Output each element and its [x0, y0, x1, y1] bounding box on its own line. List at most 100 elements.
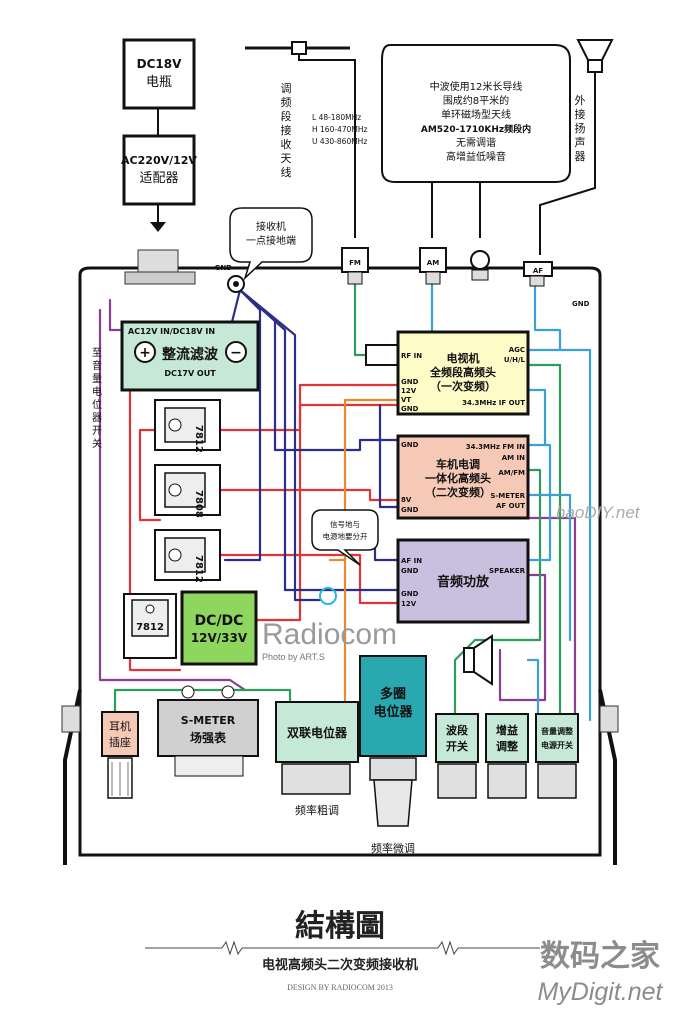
footer-title: 結構圖: [295, 909, 385, 944]
car-pin-8v: 8V: [401, 496, 412, 504]
svg-text:外: 外: [575, 94, 586, 107]
car-pin-smeter: S-METER: [490, 492, 525, 500]
svg-text:量: 量: [92, 373, 102, 385]
am-note-5: 无需调谐: [456, 137, 496, 149]
volume-switch-note-vertical: 至 音 量 电 位 器 开 关: [92, 347, 102, 450]
svg-text:天: 天: [281, 152, 292, 165]
battery-line2: 电瓶: [146, 75, 172, 90]
plus-sign: +: [139, 345, 151, 361]
speaker-internal-icon: [463, 634, 493, 686]
svg-text:器: 器: [92, 412, 102, 424]
reg3-label: 7812: [193, 555, 204, 583]
svg-text:关: 关: [92, 437, 102, 450]
freq-fine-label: 频率微调: [371, 841, 415, 855]
band-switch-line1: 波段: [446, 723, 468, 737]
svg-text:声: 声: [575, 135, 586, 149]
am-note-1: 中波使用12米长导线: [430, 80, 523, 93]
gnd-label-af: GND: [572, 300, 590, 308]
connector-fm: [341, 247, 369, 285]
adapter-line2: 适配器: [139, 171, 178, 186]
band-l: L 48-180MHz: [312, 113, 361, 122]
band-u: U 430-860MHz: [312, 137, 367, 146]
watermark-site-cn: 数码之家: [540, 939, 660, 974]
dual-pot-label: 双联电位器: [287, 725, 348, 740]
car-pin-amin: AM IN: [502, 454, 525, 462]
speaker-external-icon: [539, 39, 614, 255]
am-antenna-callout: [381, 44, 571, 238]
volume-power-block: [535, 713, 579, 763]
svg-text:线: 线: [281, 165, 292, 179]
antenna-fm-icon: [245, 41, 356, 238]
fine-knob: [373, 779, 413, 827]
af-label: AF: [533, 267, 543, 275]
band-h: H 160-470MHz: [312, 125, 367, 134]
regulator-4: [123, 593, 177, 659]
speaker-note-vertical: 外 接 扬 声 器: [575, 94, 586, 163]
am-note-4: AM520-1710KHz频段内: [421, 123, 531, 135]
svg-text:频: 频: [281, 95, 292, 109]
tv-pin-gnd2: GND: [401, 405, 419, 413]
fm-label: FM: [349, 259, 361, 267]
car-title-3: （二次变频）: [425, 485, 491, 499]
car-title-2: 一体化高频头: [425, 471, 491, 485]
watermark-site-en: MyDigit.net: [537, 978, 663, 1006]
battery-box: [122, 38, 196, 110]
gain-block: [485, 713, 529, 763]
earphone-line2: 插座: [109, 735, 131, 749]
ground-callout: [229, 207, 313, 281]
car-tuner-block: [396, 434, 530, 520]
band-switch-block: [435, 713, 479, 763]
car-pin-afout: AF OUT: [496, 502, 525, 510]
tv-pin-12v: 12V: [401, 387, 417, 395]
car-pin-amfm: AM/FM: [498, 469, 525, 477]
plus-terminal-icon: [134, 341, 156, 363]
tv-pin-rfin: RF IN: [401, 352, 422, 360]
tv-pin-vt: VT: [401, 396, 411, 404]
tv-pin-agc: AGC: [509, 346, 525, 354]
adapter-line1: AC220V/12V: [121, 154, 197, 167]
power-connector: [137, 249, 179, 273]
earphone-line1: 耳机: [109, 719, 131, 733]
minus-terminal-icon: [225, 341, 247, 363]
regulator-3: [154, 529, 221, 581]
car-title-1: 车机电调: [436, 457, 480, 471]
volume-power-line1: 音量调整: [541, 726, 573, 736]
am-note-3: 单环磁场型天线: [441, 108, 511, 121]
multi-pot-line1: 多圈: [380, 686, 406, 702]
amp-pin-gnd2: GND: [401, 590, 419, 598]
dcdc-line2: 12V/33V: [191, 631, 248, 645]
am-label: AM: [427, 259, 439, 267]
coarse-knob: [281, 763, 351, 795]
volume-power-line2: 电源开关: [541, 740, 573, 750]
footer-subtitle: 电视高频头二次变频接收机: [262, 957, 418, 973]
am-note-2: 围成约8平米的: [443, 94, 509, 107]
signal-ground-2: 电源地要分开: [323, 531, 368, 541]
freq-coarse-label: 频率粗调: [295, 803, 339, 817]
svg-text:收: 收: [281, 137, 292, 151]
signal-ground-1: 信号地与: [330, 519, 360, 529]
signal-ground-callout: [311, 509, 379, 566]
smeter-line2: 场强表: [190, 730, 227, 745]
single-ground-2: 一点接地端: [246, 234, 296, 247]
tv-pin-ifout: 34.3MHz IF OUT: [462, 399, 525, 407]
tv-title-1: 电视机: [447, 351, 480, 365]
footer-credit: DESIGN BY RADIOCOM 2013: [287, 983, 393, 992]
rectifier-title: 整流滤波: [161, 346, 219, 363]
rectifier-input: AC12V IN/DC18V IN: [128, 327, 215, 336]
svg-text:段: 段: [281, 109, 292, 123]
amp-pin-speaker: SPEAKER: [489, 567, 526, 575]
gnd-label-top: GND: [215, 264, 233, 272]
ground-terminal: [227, 275, 245, 293]
amp-block: [396, 538, 530, 624]
tv-tuner-block: [396, 330, 530, 416]
am-note-6: 高增益低噪音: [446, 150, 506, 163]
antenna-note-vertical: 调 频 段 接 收 天 线: [281, 82, 292, 179]
tv-title-2: 全频段高频头: [429, 365, 496, 379]
tv-pin-uhl: U/H/L: [504, 356, 526, 364]
amp-pin-12v: 12V: [401, 600, 417, 608]
amp-pin-afin: AF IN: [401, 557, 422, 565]
gain-line2: 调整: [496, 739, 518, 753]
watermark-haodiy: haoDIY.net: [556, 503, 641, 522]
connector-af: [523, 261, 553, 287]
